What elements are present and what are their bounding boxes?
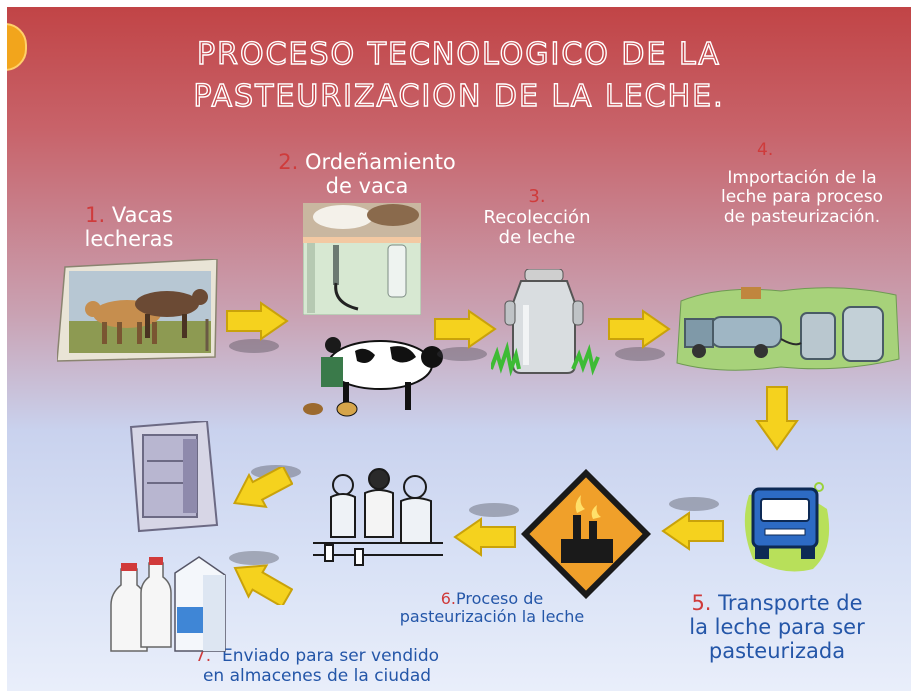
man-milking-cow-illustration: [295, 327, 445, 417]
step-5-text-line-1: Transporte de: [718, 591, 863, 615]
step-4-label: 4. Importación de la leche para proceso …: [697, 140, 907, 227]
tanker-truck-farm-illustration: [671, 283, 903, 375]
arrow-shadow-1: [229, 339, 279, 353]
arrow-shadow-3: [615, 347, 665, 361]
step-3-text-line-1: Recolección: [483, 206, 591, 228]
step-4-text-line-2: leche para proceso: [720, 187, 884, 208]
arrow-right-2-to-3: [433, 309, 497, 349]
milk-bottles-carton-illustration: [107, 555, 237, 659]
factory-workers-illustration: [303, 465, 453, 585]
step-1-text-line-2: lecheras: [84, 227, 174, 252]
arrow-down-4-to-5: [755, 385, 799, 451]
step-4-number: 4.: [757, 140, 774, 160]
step-6-number: 6.: [440, 589, 457, 608]
step-1-label: 1. Vacas lecheras: [69, 203, 189, 251]
step-2-label: 2. Ordeñamiento de vaca: [257, 150, 477, 198]
arrow-right-3-to-4: [607, 309, 671, 349]
milking-machine-illustration: [303, 203, 421, 315]
step-7-text-line-1: Enviado para ser vendido: [222, 646, 440, 666]
step-3-number: 3.: [528, 186, 546, 207]
factory-warning-sign-illustration: [521, 469, 651, 599]
arrow-right-1-to-2: [225, 301, 289, 341]
arrow-shadow-6: [469, 503, 519, 517]
step-1-number: 1.: [85, 203, 106, 227]
step-2-number: 2.: [278, 150, 299, 174]
arrow-left-6-to-workers: [453, 517, 517, 557]
milk-can-illustration: [491, 269, 601, 379]
arrow-left-5-to-6: [661, 511, 725, 551]
step-3-label: 3. Recolección de leche: [467, 186, 607, 249]
step-5-text-line-3: pasteurizada: [708, 639, 846, 664]
step-6-label: 6.Proceso de pasteurización la leche: [367, 589, 617, 627]
arrow-down-left-to-bottles: [229, 561, 293, 605]
step-7-label: 7. Enviado para ser vendido en almacenes…: [157, 646, 477, 686]
step-6-text-line-2: pasteurización la leche: [399, 607, 585, 627]
step-1-text-line-1: Vacas: [111, 203, 173, 227]
blue-truck-illustration: [739, 475, 835, 575]
step-5-label: 5. Transporte de la leche para ser paste…: [657, 591, 897, 663]
refrigerator-illustration: [125, 421, 221, 533]
arrow-shadow-2: [437, 347, 487, 361]
step-6-text-line-1: Proceso de: [456, 589, 544, 608]
title-line-2: PASTEURIZACION DE LA LECHE.: [193, 78, 725, 114]
arrow-shadow-5: [669, 497, 719, 511]
step-5-text-line-2: la leche para ser: [689, 615, 865, 640]
step-2-text-line-2: de vaca: [325, 174, 409, 199]
step-7-text-line-2: en almacenes de la ciudad: [202, 665, 432, 686]
cows-illustration: [57, 259, 222, 364]
title-line-1: PROCESO TECNOLOGICO DE LA: [196, 36, 721, 72]
step-3-text-line-2: de leche: [498, 227, 576, 249]
step-2-text-line-1: Ordeñamiento: [304, 150, 456, 174]
slide: PROCESO TECNOLOGICO DE LA PASTEURIZACION…: [7, 7, 911, 691]
arrow-up-left-to-fridge: [229, 467, 293, 511]
step-5-number: 5.: [691, 591, 712, 615]
arrow-shadow-7b: [229, 551, 279, 565]
step-4-text-line-3: de pasteurización.: [723, 206, 881, 227]
step-4-text-line-1: Importación de la: [727, 167, 877, 188]
